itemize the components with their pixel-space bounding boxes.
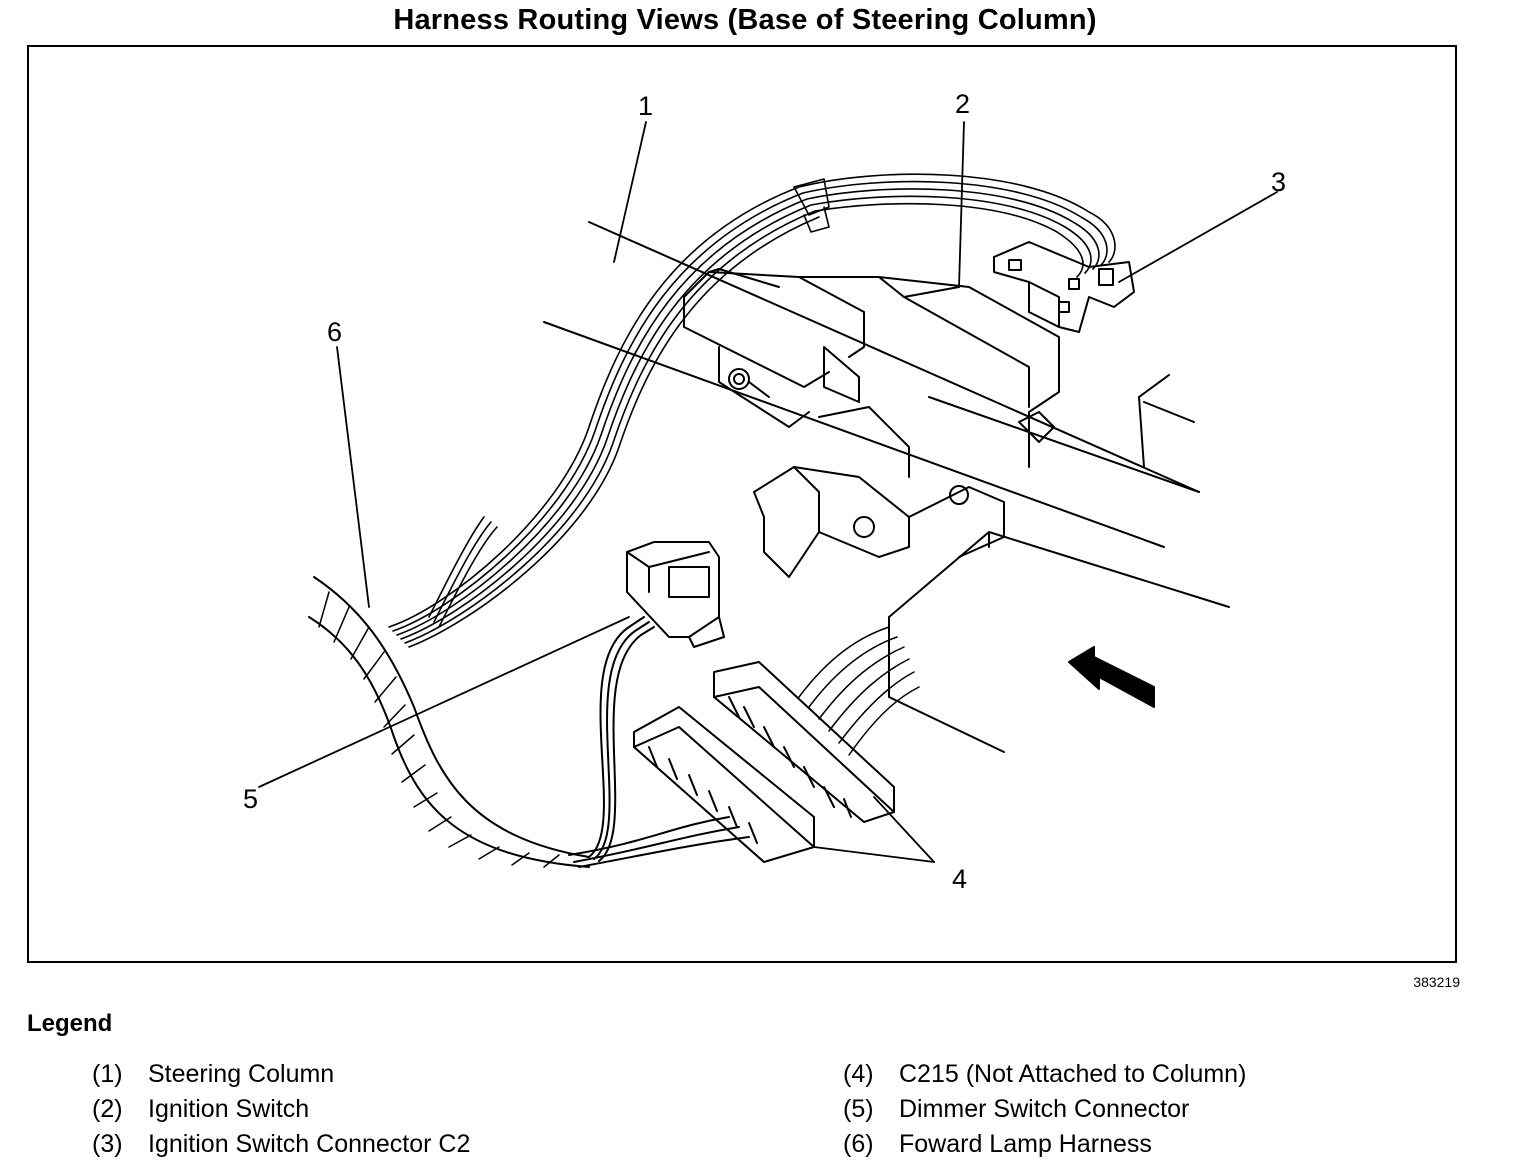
legend-item: (2) Ignition Switch (92, 1095, 470, 1130)
legend-item-number: (2) (92, 1095, 123, 1123)
figure-id: 383219 (1413, 974, 1460, 990)
legend-item-label: Foward Lamp Harness (899, 1130, 1152, 1158)
legend-column-left: (1) Steering Column (2) Ignition Switch (3… (92, 1060, 470, 1165)
ignition-switch-shape (683, 268, 1060, 468)
harness-illustration: 1 2 3 4 5 6 (243, 89, 1286, 894)
upper-harness-wires (388, 173, 1116, 648)
callout-6: 6 (327, 317, 342, 347)
dimmer-switch-connector-shape (626, 406, 1005, 648)
callout-1: 1 (638, 91, 653, 121)
legend-item: (5) Dimmer Switch Connector (843, 1095, 1246, 1130)
forward-lamp-harness-shape (308, 576, 750, 868)
legend-heading: Legend (27, 1010, 113, 1037)
legend-item-number: (3) (92, 1130, 123, 1158)
c215-connector-shape (633, 626, 920, 863)
callout-2: 2 (955, 89, 970, 119)
legend-item: (4) C215 (Not Attached to Column) (843, 1060, 1246, 1095)
callout-3: 3 (1271, 167, 1286, 197)
legend-item-number: (5) (843, 1095, 874, 1123)
diagram-frame: 1 2 3 4 5 6 (27, 45, 1457, 963)
legend-item-label: Ignition Switch Connector C2 (148, 1130, 471, 1158)
diagram-title: Harness Routing Views (Base of Steering … (393, 4, 1097, 36)
legend-column-right: (4) C215 (Not Attached to Column) (5) Dimm… (843, 1060, 1246, 1165)
legend-item-label: Ignition Switch (148, 1095, 310, 1123)
leader-lines (258, 121, 1278, 863)
callout-5: 5 (243, 784, 258, 814)
legend-item-number: (1) (92, 1060, 123, 1088)
legend-item-number: (4) (843, 1060, 874, 1088)
legend-item-label: Dimmer Switch Connector (899, 1095, 1190, 1123)
legend-item-label: Steering Column (148, 1060, 335, 1088)
legend-item-number: (6) (843, 1130, 874, 1158)
legend-item: (6) Foward Lamp Harness (843, 1130, 1246, 1165)
callout-4: 4 (952, 864, 967, 894)
legend-item-label: C215 (Not Attached to Column) (899, 1060, 1247, 1088)
legend-item: (3) Ignition Switch Connector C2 (92, 1130, 470, 1165)
legend-item: (1) Steering Column (92, 1060, 470, 1095)
steering-column-shape (543, 221, 1230, 753)
